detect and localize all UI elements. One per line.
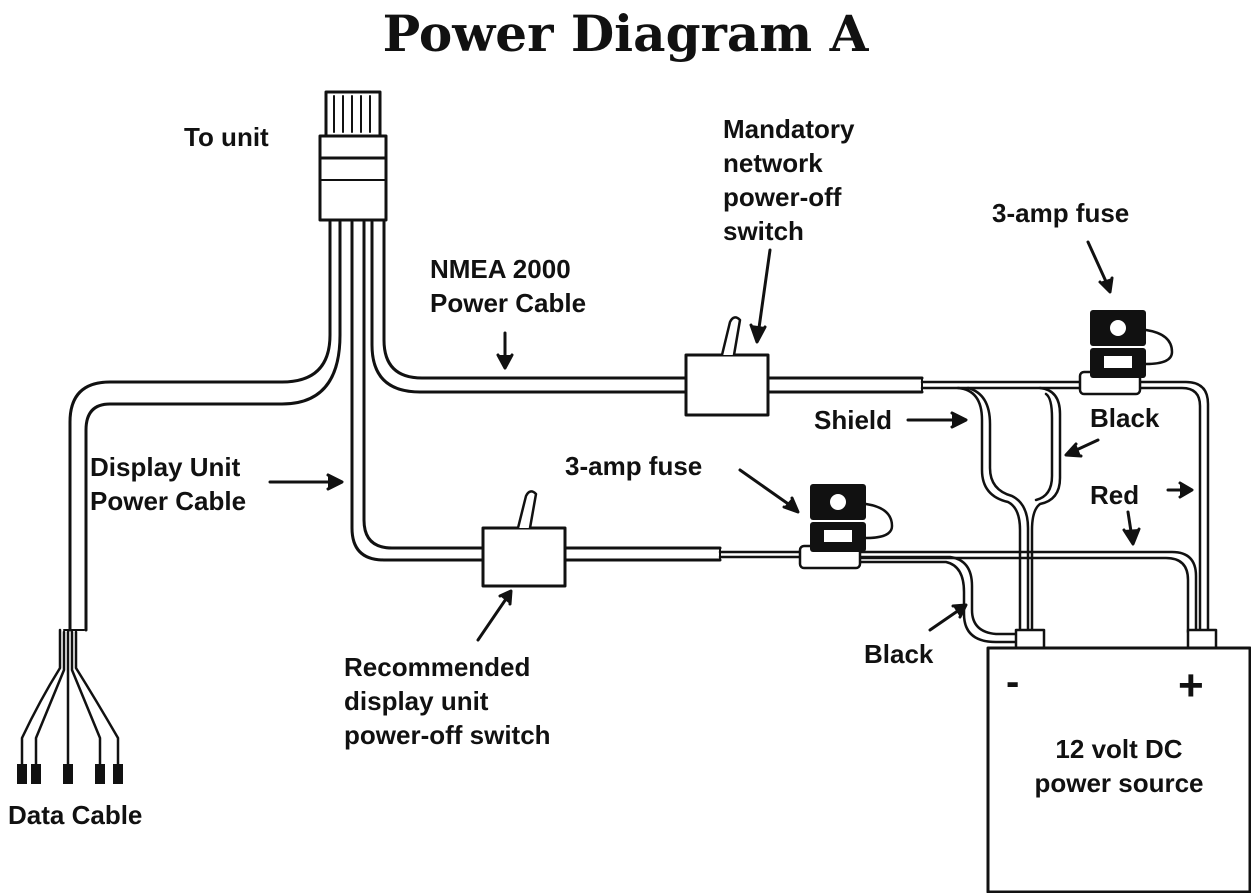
display-cable-label: Display Unit Power Cable bbox=[90, 450, 246, 518]
nmea-cable-label-line2: Power Cable bbox=[430, 288, 587, 318]
battery-plus-symbol: + bbox=[1178, 661, 1204, 710]
unit-connector bbox=[318, 90, 388, 222]
recommended-switch-label: Recommended display unit power-off switc… bbox=[344, 650, 551, 752]
nmea-cable-label-line1: NMEA 2000 bbox=[430, 254, 571, 284]
callout-arrows bbox=[268, 240, 1194, 642]
fuse-bottom-label: 3-amp fuse bbox=[565, 451, 703, 481]
mandatory-switch-label: Mandatory network power-off switch bbox=[723, 112, 854, 248]
mandatory-switch-label-line4: switch bbox=[723, 216, 804, 246]
nmea-power-cable bbox=[370, 220, 924, 394]
mandatory-switch-body bbox=[684, 316, 770, 417]
upper-fuse-holder bbox=[1078, 310, 1174, 396]
data-cable-label: Data Cable bbox=[8, 800, 143, 830]
nmea-cable-label: NMEA 2000 Power Cable bbox=[430, 252, 586, 320]
red-label: Red bbox=[1090, 480, 1140, 510]
diagram-title: Power Diagram A bbox=[382, 4, 869, 63]
black-bottom-label: Black bbox=[864, 639, 934, 669]
data-cable-path bbox=[20, 220, 342, 780]
recommended-switch-label-line1: Recommended bbox=[344, 652, 531, 682]
lower-fuse-holder bbox=[798, 484, 894, 570]
recommended-switch-label-line2: display unit bbox=[344, 686, 489, 716]
battery-label-line2: power source bbox=[1034, 768, 1204, 798]
battery-body bbox=[986, 628, 1251, 893]
nmea-wires bbox=[920, 380, 1210, 634]
display-cable-label-line1: Display Unit bbox=[90, 452, 241, 482]
recommended-switch-body bbox=[481, 490, 567, 588]
mandatory-switch-label-line2: network bbox=[723, 148, 823, 178]
battery-label-line1: 12 volt DC bbox=[1055, 734, 1183, 764]
display-cable-label-line2: Power Cable bbox=[90, 486, 247, 516]
recommended-switch-label-line3: power-off switch bbox=[344, 720, 551, 750]
black-top-label: Black bbox=[1090, 403, 1160, 433]
battery-label: 12 volt DC power source bbox=[988, 732, 1250, 800]
display-wires bbox=[718, 550, 1198, 644]
fuse-top-label: 3-amp fuse bbox=[992, 198, 1130, 228]
mandatory-switch-label-line1: Mandatory bbox=[723, 114, 855, 144]
data-cable-ends bbox=[17, 764, 123, 784]
to-unit-label: To unit bbox=[184, 122, 269, 152]
mandatory-switch-label-line3: power-off bbox=[723, 182, 842, 212]
shield-label: Shield bbox=[814, 405, 893, 435]
battery-minus-symbol: - bbox=[1006, 660, 1020, 704]
